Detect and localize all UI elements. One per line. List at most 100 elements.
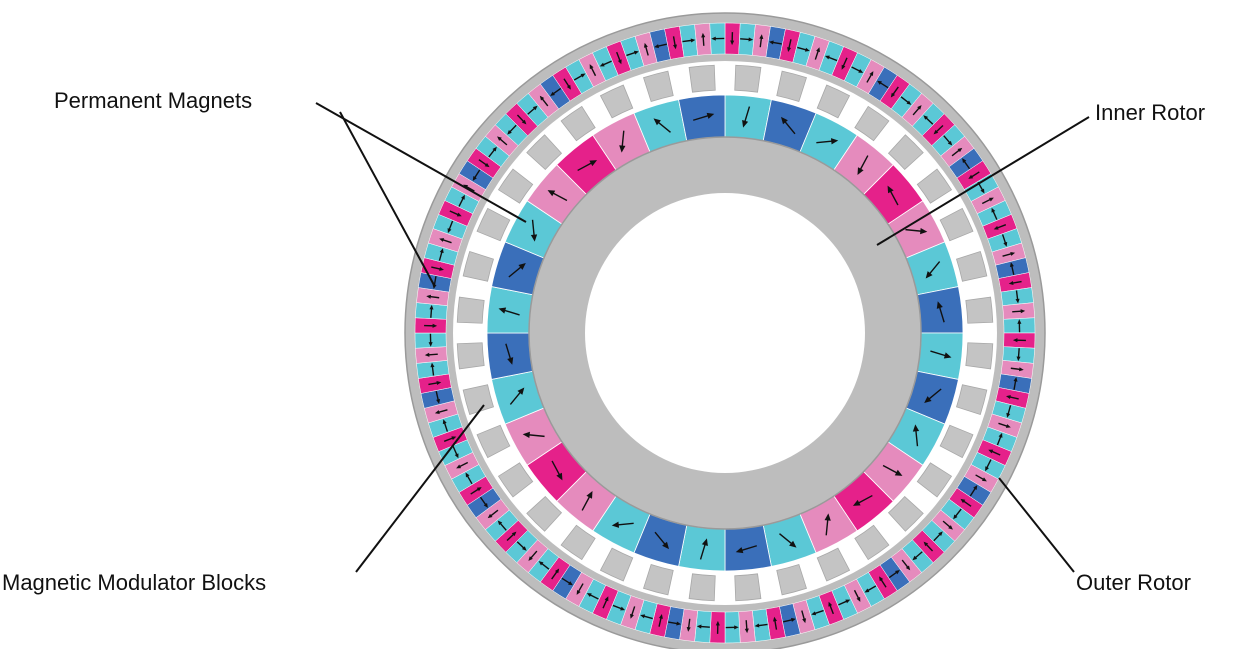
outer-magnet-arrow xyxy=(864,585,877,593)
outer-magnet-arrow xyxy=(449,210,462,217)
outer-magnet-arrow xyxy=(672,36,677,50)
outer-magnet-arrow xyxy=(626,50,639,57)
outer-magnet-arrow xyxy=(754,623,768,628)
outer-magnet-arrow xyxy=(951,147,963,157)
inner-magnet-arrow xyxy=(912,424,920,447)
modulator-block xyxy=(476,207,511,242)
outer-magnet-arrow xyxy=(1013,376,1018,390)
outer-magnet-arrow xyxy=(643,42,649,56)
outer-magnet-arrow xyxy=(838,599,851,606)
outer-magnet-arrow xyxy=(538,561,550,570)
outer-magnet-arrow xyxy=(640,614,653,620)
outer-magnet-arrow xyxy=(506,531,517,542)
outer-magnet-arrow xyxy=(715,620,720,634)
outer-magnet-arrow xyxy=(488,146,497,158)
inner-magnet-arrow xyxy=(551,460,563,481)
outer-magnet-arrow xyxy=(740,37,754,42)
outer-magnet-arrow xyxy=(943,135,953,146)
outer-magnet-arrow xyxy=(551,568,560,580)
inner-magnet-arrow xyxy=(816,138,839,145)
outer-magnet-arrow xyxy=(787,39,792,52)
outer-magnet-arrow xyxy=(1017,319,1022,333)
leader-modulator-blocks xyxy=(355,404,485,573)
modulator-block xyxy=(734,573,762,602)
inner-magnet-arrow xyxy=(581,491,593,511)
inner-magnet-arrow xyxy=(530,219,538,242)
outer-magnet-arrow xyxy=(696,624,710,629)
modulator-block xyxy=(887,495,924,532)
modulator-block xyxy=(560,524,596,561)
outer-magnet-arrow xyxy=(888,570,900,579)
modulator-block xyxy=(854,524,890,561)
outer-magnet-arrow xyxy=(599,60,612,67)
label-permanent-magnets: Permanent Magnets xyxy=(54,88,252,113)
label-inner-rotor: Inner Rotor xyxy=(1095,100,1205,125)
outer-magnet-arrow xyxy=(1012,338,1026,343)
outer-magnet-arrow xyxy=(1009,262,1015,275)
leader-inner-rotor xyxy=(876,116,1090,246)
outer-magnet-arrow xyxy=(912,105,922,116)
outer-magnet-arrow xyxy=(430,362,435,376)
outer-magnet-arrow xyxy=(1012,309,1026,314)
outer-magnet-arrow xyxy=(1015,290,1020,304)
modulator-block xyxy=(526,495,563,532)
modulator-block xyxy=(462,251,495,282)
outer-magnet-arrow xyxy=(563,78,571,90)
outer-magnet-arrow xyxy=(824,55,838,62)
outer-magnet-arrow xyxy=(851,66,864,73)
outer-magnet-arrow xyxy=(783,617,796,623)
outer-magnet-arrow xyxy=(996,432,1003,446)
inner-magnet-arrow xyxy=(611,521,634,528)
inner-magnet-arrow xyxy=(905,227,928,235)
outer-magnet-arrow xyxy=(993,224,1007,230)
outer-magnet-arrow xyxy=(912,551,923,561)
outer-magnet-arrow xyxy=(933,124,944,135)
outer-magnet-arrow xyxy=(853,589,861,602)
modulator-block xyxy=(526,134,563,171)
outer-magnet-arrow xyxy=(968,171,980,179)
outer-magnet-arrow xyxy=(434,409,448,415)
outer-magnet-arrow xyxy=(424,352,438,357)
outer-magnet-arrow xyxy=(438,248,444,261)
inner-magnet-arrow xyxy=(505,343,514,365)
inner-magnet-arrow xyxy=(509,387,525,405)
modulator-block xyxy=(939,424,974,459)
outer-magnet-arrow xyxy=(561,577,573,586)
outer-magnet-arrow xyxy=(841,57,848,70)
outer-magnet-arrow xyxy=(435,391,441,404)
outer-magnet-arrow xyxy=(759,34,764,48)
label-outer-rotor: Outer Rotor xyxy=(1076,570,1191,595)
outer-magnet-arrow xyxy=(998,422,1011,428)
outer-magnet-arrow xyxy=(933,531,943,542)
outer-magnet-arrow xyxy=(668,621,682,626)
outer-magnet-arrow xyxy=(828,601,834,615)
outer-magnet-arrow xyxy=(452,446,459,459)
outer-magnet-arrow xyxy=(458,194,465,207)
leader-outer-rotor xyxy=(998,477,1075,573)
outer-magnet-arrow xyxy=(773,616,778,630)
modulator-block xyxy=(497,168,534,204)
outer-magnet-ring xyxy=(414,22,1036,644)
modulator-block xyxy=(456,296,485,324)
outer-magnet-arrow xyxy=(975,474,987,482)
inner-magnet-ring xyxy=(486,94,964,572)
inner-magnet-arrow xyxy=(508,263,526,278)
outer-magnet-arrow xyxy=(1016,348,1021,362)
outer-magnet-arrow xyxy=(811,609,824,616)
modulator-block xyxy=(734,64,762,93)
outer-magnet-arrow xyxy=(981,197,994,205)
outer-magnet-arrow xyxy=(658,614,663,627)
outer-magnet-arrow xyxy=(497,136,508,146)
outer-magnet-arrow xyxy=(589,64,597,77)
inner-magnet-arrow xyxy=(925,261,941,279)
outer-magnet-arrow xyxy=(962,158,971,170)
outer-magnet-arrow xyxy=(814,47,820,60)
modulator-block xyxy=(599,84,634,119)
outer-magnet-arrow xyxy=(479,496,488,508)
inner-magnet-arrow xyxy=(781,116,796,135)
outer-magnet-arrow xyxy=(890,86,899,98)
outer-magnet-arrow xyxy=(969,485,978,497)
modulator-block xyxy=(916,168,953,204)
